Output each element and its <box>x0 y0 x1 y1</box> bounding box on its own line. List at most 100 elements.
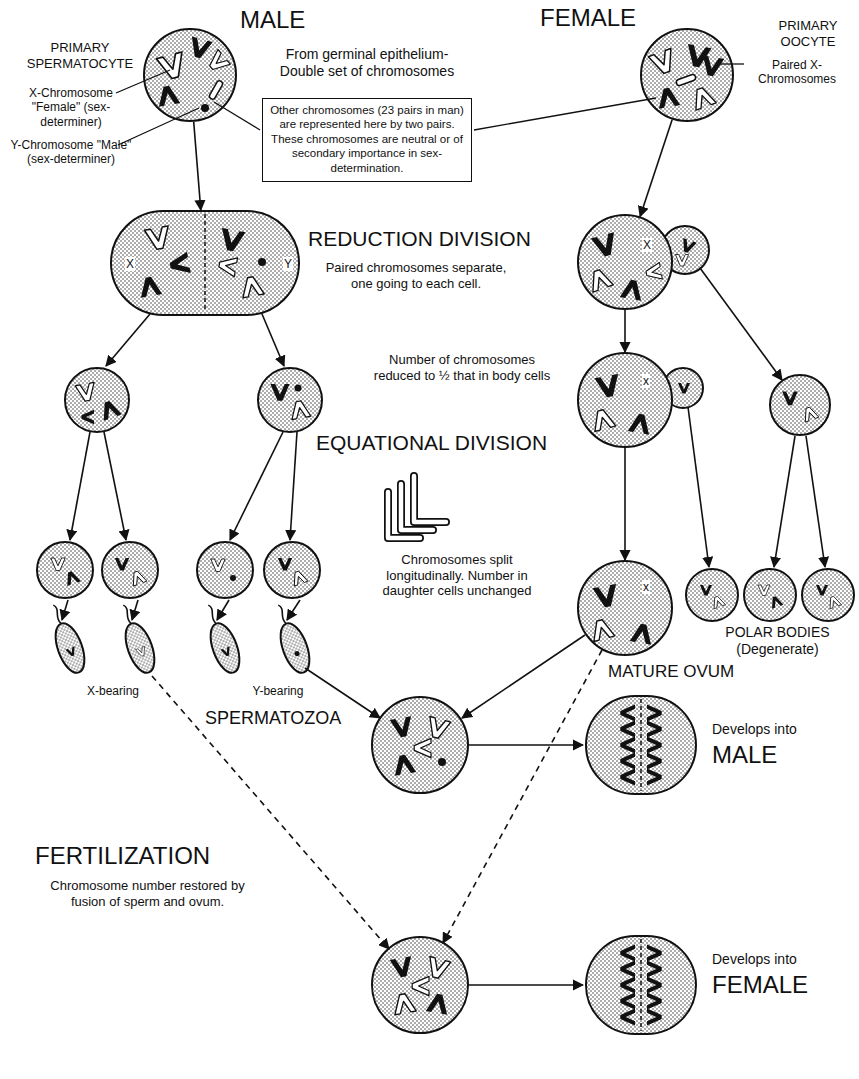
chromosome <box>211 559 225 572</box>
chromosome <box>647 993 662 1010</box>
process-arrow <box>62 600 68 620</box>
chromosome <box>63 569 81 586</box>
result-heading: FEMALE <box>712 971 808 1000</box>
spermatozoon <box>205 619 245 676</box>
note-box: Other chromosomes (23 pairs in man) are … <box>262 98 472 182</box>
minor-cells <box>802 569 854 621</box>
process-arrow <box>62 268 825 985</box>
minor-cells <box>65 368 129 432</box>
chromosome <box>689 85 716 110</box>
chromosome <box>390 716 415 738</box>
minor-cells <box>264 542 320 598</box>
ovum-cell: xMATURE OVUM <box>577 560 673 656</box>
chromosome <box>758 585 770 596</box>
chromosome <box>620 945 635 962</box>
chromosome <box>156 52 187 81</box>
chromosome <box>592 584 619 609</box>
process-arrow <box>70 432 90 540</box>
chromosome <box>208 80 223 100</box>
node-cell-fill <box>111 211 299 315</box>
minor-cells <box>37 226 854 1033</box>
dividing-cell: XY <box>110 210 300 316</box>
column-heading: MALE <box>240 6 305 35</box>
chromosome <box>438 758 446 766</box>
chromosome <box>645 263 662 282</box>
minor-cells <box>686 569 738 621</box>
chromosome <box>138 275 163 297</box>
chromosome <box>590 408 616 432</box>
chromosome <box>278 558 292 571</box>
spermatozoon <box>123 604 132 624</box>
result-note: Develops into <box>712 721 797 738</box>
minor-cells <box>102 542 158 598</box>
chromosome <box>647 961 662 978</box>
leader-line <box>718 63 744 64</box>
callout-label: POLAR BODIES (Degenerate) <box>700 624 855 658</box>
process-arrow <box>462 635 585 718</box>
stage-heading: EQUATIONAL DIVISION <box>316 430 547 455</box>
process-arrow <box>217 600 229 620</box>
chromosome <box>51 37 842 1026</box>
chromosome <box>414 738 431 757</box>
chromosome <box>675 255 688 267</box>
spermatozoon <box>113 601 160 677</box>
node-cell-fill <box>578 353 672 447</box>
process-arrow <box>132 600 138 620</box>
chromosome <box>620 977 635 994</box>
stage-heading: FERTILIZATION <box>35 842 210 871</box>
callout-label: X-bearing <box>80 684 146 698</box>
process-arrow <box>624 448 626 560</box>
leader-line <box>474 98 656 130</box>
chromosome <box>700 585 712 596</box>
embryo-cell: Develops intoMALE <box>585 695 697 795</box>
chromosome-letter: X <box>642 238 652 252</box>
chromosome <box>270 384 289 401</box>
chromosome <box>647 721 662 738</box>
stage-heading: REDUCTION DIVISION <box>308 226 531 251</box>
chromosome <box>620 993 635 1010</box>
result-heading: MALE <box>712 741 777 770</box>
chromosome <box>289 400 311 420</box>
division-line <box>640 939 642 1031</box>
result-note: Develops into <box>712 951 797 968</box>
chromosome <box>647 753 662 770</box>
chromosome <box>647 705 662 722</box>
node-cell-fill <box>586 696 696 794</box>
note-text: Other chromosomes (23 pairs in man) are … <box>263 99 471 179</box>
chromosome <box>620 705 635 722</box>
embryo-cell: Develops intoFEMALE <box>585 935 697 1035</box>
leader-line <box>214 102 260 130</box>
chromosome <box>826 595 841 609</box>
chromosome <box>129 569 147 586</box>
chromosome-letter: Y <box>283 257 293 271</box>
chromosome <box>205 50 230 76</box>
spermatozoon <box>275 619 315 676</box>
cell-circle: PRIMARY SPERMATOCYTE <box>143 28 237 122</box>
chromosome <box>295 385 302 392</box>
chromosome <box>648 48 678 76</box>
spermatozoon <box>43 601 90 677</box>
chromosome <box>801 405 819 422</box>
chromosome <box>412 976 429 995</box>
chromosome <box>230 575 236 581</box>
column-heading: FEMALE <box>540 4 636 33</box>
chromosome <box>620 753 635 770</box>
chromosome <box>768 595 783 609</box>
cell-circle: X <box>577 214 673 310</box>
chromosome <box>620 961 635 978</box>
division-line <box>205 214 641 1031</box>
chromosome <box>187 37 213 61</box>
minor-cells <box>744 569 796 621</box>
process-arrow <box>468 744 583 746</box>
chromosome <box>258 258 266 266</box>
spermatozoon <box>43 601 315 677</box>
chromosome <box>201 104 209 112</box>
note-text: Paired chromosomes separate, one going t… <box>316 260 516 291</box>
chromosome <box>390 956 415 978</box>
callout-label: X-Chromosome "Female" (sex-determiner) <box>6 86 136 129</box>
chromosome <box>240 275 265 297</box>
chromosome <box>98 398 122 420</box>
process-arrow <box>774 436 795 567</box>
spermatozoon <box>50 619 90 676</box>
